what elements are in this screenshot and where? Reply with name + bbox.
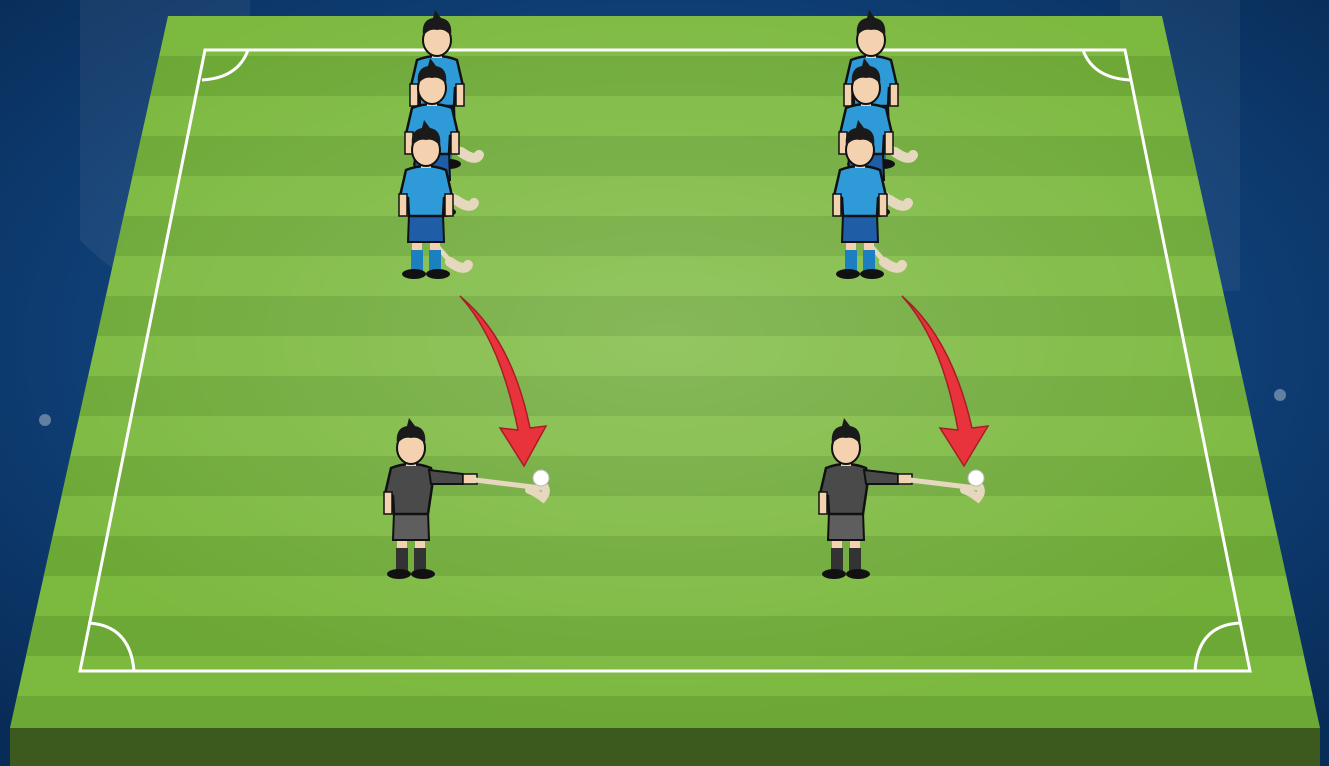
pitch-edge xyxy=(10,728,1320,766)
light-flare-left xyxy=(39,414,51,426)
pitch-center-glow xyxy=(0,16,1329,728)
pitch xyxy=(0,16,1329,766)
light-flare-right xyxy=(1274,389,1286,401)
